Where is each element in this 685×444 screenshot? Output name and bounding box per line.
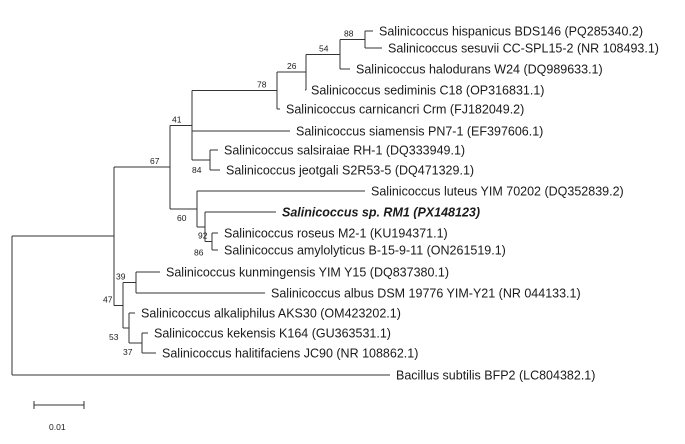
- taxon-label-sediminis: Salinicoccus sediminis C18 (OP316831.1): [311, 84, 544, 98]
- taxon-label-jeotgali: Salinicoccus jeotgali S2R53-5 (DQ471329.…: [226, 164, 474, 178]
- taxon-label-albus: Salinicoccus albus DSM 19776 YIM-Y21 (NR…: [271, 287, 581, 301]
- bootstrap-value-53: 53: [109, 332, 119, 342]
- taxon-label-siamensis: Salinicoccus siamensis PN7-1 (EF397606.1…: [296, 125, 543, 139]
- taxon-label-subtilis: Bacillus subtilis BFP2 (LC804382.1): [396, 369, 595, 383]
- bootstrap-value-26: 26: [287, 61, 297, 71]
- bootstrap-value-88: 88: [344, 29, 354, 39]
- taxon-label-amylolyticus: Salinicoccus amylolyticus B-15-9-11 (ON2…: [224, 244, 506, 258]
- taxon-label-kunmingensis: Salinicoccus kunmingensis YIM Y15 (DQ837…: [166, 266, 449, 280]
- bootstrap-value-39: 39: [116, 272, 126, 282]
- bootstrap-value-60: 60: [177, 213, 187, 223]
- taxon-label-alkaliphilus: Salinicoccus alkaliphilus AKS30 (OM42320…: [141, 307, 401, 321]
- bootstrap-value-41: 41: [172, 114, 182, 124]
- taxon-label-rm1: Salinicoccus sp. RM1 (PX148123): [282, 206, 480, 220]
- bootstrap-values: 88 54 26 78 41 84 67 60 92 86 39 47 53 37: [103, 29, 354, 358]
- taxon-label-luteus: Salinicoccus luteus YIM 70202 (DQ352839.…: [371, 185, 624, 199]
- taxon-labels: Salinicoccus hispanicus BDS146 (PQ285340…: [141, 25, 659, 383]
- bootstrap-value-67: 67: [150, 156, 160, 166]
- taxon-label-halitifaciens: Salinicoccus halitifaciens JC90 (NR 1088…: [162, 347, 418, 361]
- scale-bar: 0.01: [33, 401, 85, 432]
- bootstrap-value-54: 54: [319, 43, 329, 53]
- taxon-label-hispanicus: Salinicoccus hispanicus BDS146 (PQ285340…: [379, 25, 643, 39]
- bootstrap-value-84: 84: [192, 165, 202, 175]
- taxon-label-kekensis: Salinicoccus kekensis K164 (GU363531.1): [154, 327, 391, 341]
- bootstrap-value-37: 37: [123, 347, 133, 357]
- bootstrap-value-47: 47: [103, 294, 113, 304]
- bootstrap-value-86: 86: [194, 248, 204, 258]
- bootstrap-value-92: 92: [198, 231, 208, 241]
- bootstrap-value-78: 78: [257, 80, 267, 90]
- tree-branches: [11, 30, 390, 376]
- scale-bar-label: 0.01: [49, 422, 66, 432]
- taxon-label-salsiraiae: Salinicoccus salsiraiae RH-1 (DQ333949.1…: [224, 144, 465, 158]
- taxon-label-halodurans: Salinicoccus halodurans W24 (DQ989633.1): [356, 63, 603, 77]
- taxon-label-carnicancri: Salinicoccus carnicancri Crm (FJ182049.2…: [286, 103, 524, 117]
- taxon-label-sesuvii: Salinicoccus sesuvii CC-SPL15-2 (NR 1084…: [388, 42, 659, 56]
- taxon-label-roseus: Salinicoccus roseus M2-1 (KU194371.1): [224, 227, 448, 241]
